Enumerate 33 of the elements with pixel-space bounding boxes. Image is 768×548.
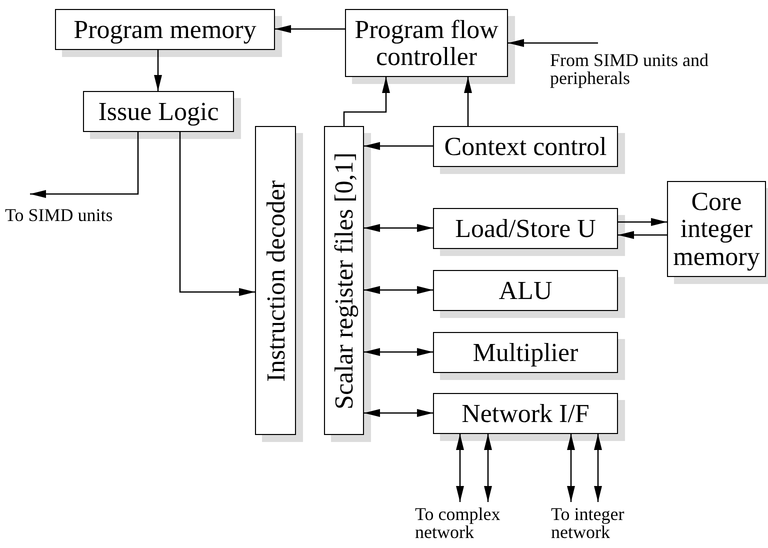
signal-label: From SIMD units and peripherals [550, 43, 715, 87]
block-label: Scalar register files [0,1] [330, 152, 358, 409]
arrow [364, 348, 433, 356]
arrow [343, 77, 390, 126]
arrow [364, 409, 433, 417]
block-label: Program memory [74, 16, 256, 44]
arrow [364, 286, 433, 294]
block-label: Multiplier [472, 338, 578, 366]
arrow [154, 50, 162, 91]
block-label: ALU [498, 276, 552, 304]
arrow [594, 434, 602, 502]
block-label: Load/Store U [455, 214, 596, 242]
signal-label: To integer network [551, 502, 651, 541]
signal-label: To SIMD units [5, 194, 145, 224]
arrow [30, 132, 139, 198]
arrow [179, 132, 255, 296]
signal-label: To complex network [415, 502, 525, 541]
arrow [618, 218, 667, 226]
block-label: Context control [444, 132, 607, 160]
arrow [508, 39, 598, 47]
arrow [567, 434, 575, 502]
block-label: Network I/F [462, 400, 590, 428]
arrow [464, 77, 472, 126]
arrow [275, 25, 345, 33]
block-label: Core integer memory [672, 188, 761, 270]
arrow [364, 224, 433, 232]
block-label: Instruction decoder [262, 180, 290, 382]
arrow [364, 142, 433, 150]
arrow [618, 231, 667, 239]
arrow [484, 434, 492, 502]
block-label: Issue Logic [98, 98, 219, 126]
block-label: Program flow controller [354, 16, 500, 70]
arrow [456, 434, 464, 502]
